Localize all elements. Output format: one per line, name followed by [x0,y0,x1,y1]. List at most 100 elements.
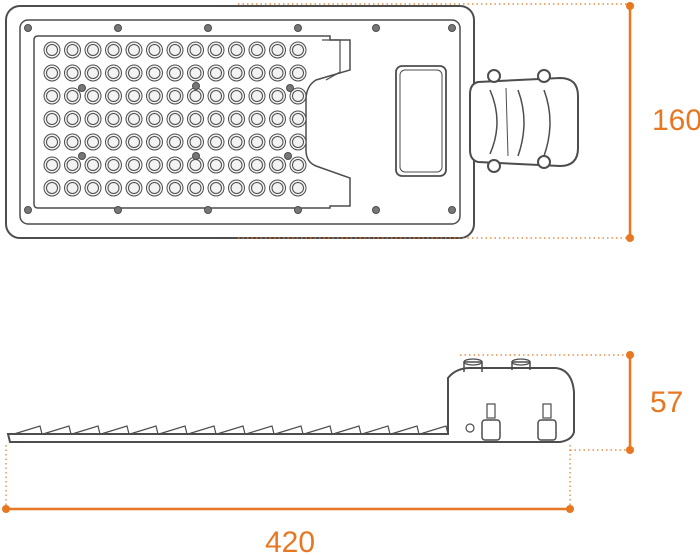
led-lens [43,133,61,151]
led-lens [269,41,286,59]
side-bolt-right [511,361,531,370]
screw [78,152,86,160]
led-lens [43,156,61,174]
led-lens [289,87,307,105]
screw [448,24,456,32]
led-lens [269,156,286,174]
led-lens [125,156,143,174]
led-lens [146,64,163,82]
led-lens [289,41,307,59]
led-lens [248,64,266,82]
fin [158,425,188,435]
fin [100,425,130,435]
led-lens [146,41,163,59]
screw [114,206,122,214]
led-lens [207,156,225,174]
led-lens [166,156,184,174]
led-lens [43,179,61,197]
led-lens [289,64,307,82]
led-lens [289,179,307,197]
fin [216,425,246,435]
led-lens [207,133,225,151]
led-lens [166,87,184,105]
side-view [6,358,575,443]
driver-window-inner [399,69,443,173]
screw [204,206,212,214]
led-lens [64,110,81,128]
lens-panel [33,35,351,209]
led-lens [248,156,266,174]
screw [24,24,32,32]
side-bolt-left [463,361,483,372]
led-lens [125,41,143,59]
led-lens [207,179,225,197]
led-lens [248,110,266,128]
screw [294,24,302,32]
led-grid [43,41,307,197]
clamp-right [537,419,557,441]
led-lens [228,110,245,128]
led-lens [187,41,204,59]
led-lens [64,64,81,82]
fin [332,425,362,435]
led-lens [166,110,184,128]
led-lens [105,110,122,128]
led-lens [207,87,225,105]
led-lens [228,133,245,151]
led-lens [289,110,307,128]
led-lens [269,179,286,197]
led-lens [64,133,81,151]
dimension-label-57: 57 [650,386,683,419]
led-lens [125,179,143,197]
led-lens [166,133,184,151]
led-lens [166,179,184,197]
dimension-label-420: 420 [265,526,315,555]
screw [192,82,200,90]
screw [114,24,122,32]
led-lens [269,110,286,128]
screw [286,84,294,92]
led-lens [146,156,163,174]
led-lens [105,41,122,59]
fin [129,425,159,435]
led-lens [84,133,102,151]
led-lens [187,64,204,82]
led-lens [105,179,122,197]
screw [372,206,380,214]
led-lens [125,133,143,151]
bracket-bolt [537,155,551,169]
led-lens [64,41,81,59]
dimension-label-160: 160 [652,104,700,137]
led-lens [228,64,245,82]
fin [245,425,275,435]
bracket-bolt [537,69,551,83]
screw [192,152,200,160]
led-lens [146,133,163,151]
screw [24,206,32,214]
led-lens [166,64,184,82]
mounting-bracket [469,69,579,173]
led-lens [43,110,61,128]
led-lens [187,179,204,197]
screw [448,206,456,214]
led-lens [43,87,61,105]
fin [13,425,43,435]
top-view [5,5,579,239]
led-lens [84,156,102,174]
fin [187,425,217,435]
led-lens [269,87,286,105]
bracket-bolt [487,69,501,83]
fin [390,425,420,435]
led-lens [84,64,102,82]
led-lens [105,64,122,82]
led-lens [248,87,266,105]
led-lens [146,110,163,128]
led-lens [248,41,266,59]
screw [204,24,212,32]
led-lens [269,64,286,82]
led-lens [84,41,102,59]
led-lens [187,87,204,105]
housing-screws [24,24,456,214]
led-lens [43,41,61,59]
